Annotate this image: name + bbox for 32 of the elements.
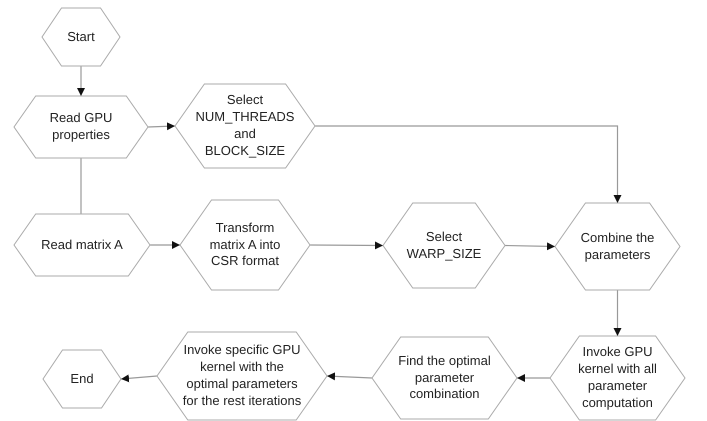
arrow <box>326 372 372 380</box>
process-hexagon <box>372 337 517 419</box>
process-hexagon <box>14 214 150 276</box>
process-hexagon <box>42 8 120 66</box>
node-label: Invoke GPU kernel with all parameter computation <box>577 344 658 412</box>
process-hexagon <box>175 84 315 168</box>
process-hexagon <box>43 350 121 408</box>
arrow <box>517 374 550 382</box>
process-hexagon <box>14 96 148 158</box>
arrow <box>614 290 622 336</box>
arrow <box>310 241 383 250</box>
node-label: Select NUM_THREADS and BLOCK_SIZE <box>194 92 296 160</box>
node-label: Select WARP_SIZE <box>406 228 482 262</box>
process-hexagon <box>383 203 505 288</box>
arrow <box>150 241 180 249</box>
node-label: Read matrix A <box>41 236 123 254</box>
process-hexagon <box>550 336 685 420</box>
node-label: End <box>70 370 94 388</box>
node-label: Invoke specific GPU kernel with the optimal parameters for the rest iterations <box>182 342 302 410</box>
process-hexagon <box>555 203 680 290</box>
node-label: Start <box>67 28 95 46</box>
process-hexagon <box>180 200 310 290</box>
arrow <box>148 122 176 130</box>
arrow <box>120 374 158 382</box>
arrow <box>77 66 85 96</box>
node-label: Transform matrix A into CSR format <box>208 220 282 270</box>
process-hexagon <box>157 332 327 420</box>
node-label: Find the optimal parameter combination <box>397 352 492 404</box>
arrow <box>504 242 556 250</box>
node-label: Read GPU properties <box>48 110 114 144</box>
node-label: Combine the parameters <box>580 230 656 264</box>
arrow <box>315 125 622 203</box>
